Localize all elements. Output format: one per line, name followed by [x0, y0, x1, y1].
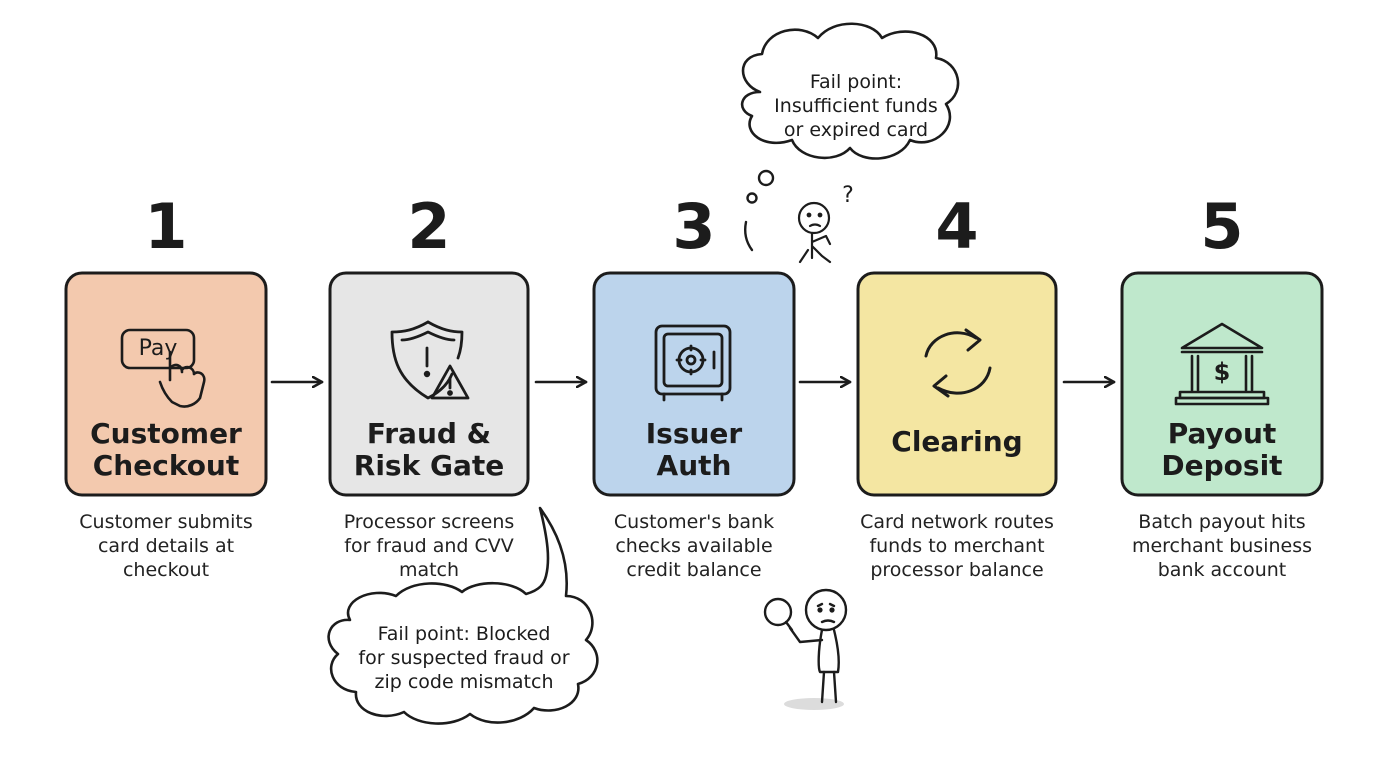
step-4-title: Clearing: [891, 425, 1023, 458]
step-5-description: Batch payout hits merchant business bank…: [1131, 511, 1313, 581]
step-1-number: 1: [144, 190, 188, 263]
step-2-description: Processor screens for fraud and CVV matc…: [343, 511, 515, 581]
thinking-person-icon: [797, 201, 832, 264]
step-2-number: 2: [407, 190, 451, 263]
fraud-fail-bubble: [327, 506, 599, 725]
step-5-title: Payout Deposit: [1161, 417, 1283, 482]
step-4-box: [856, 271, 1058, 497]
fraud-fail-text: Fail point: Blocked for suspected fraud …: [358, 623, 570, 693]
step-1-description: Customer submits card details at checkou…: [79, 511, 253, 581]
magnifier-person-icon: [763, 588, 848, 710]
shield-warning-icon: [390, 320, 470, 400]
step-1-title: Customer Checkout: [90, 417, 242, 482]
step-3-description: Customer's bank checks available credit …: [613, 511, 775, 581]
pay-button-hand-icon: [120, 328, 206, 408]
cloud-trail-bubbles: [744, 169, 775, 252]
step-5-number: 5: [1200, 190, 1244, 263]
step-4-description: Card network routes funds to merchant pr…: [860, 511, 1054, 581]
pay-button-label: Pay: [138, 336, 178, 361]
step-2-box: [328, 271, 530, 497]
step-2-title: Fraud & Risk Gate: [353, 417, 505, 482]
question-mark: ?: [842, 183, 854, 208]
issuer-fail-text: Fail point: Insufficient funds or expire…: [774, 71, 938, 141]
step-3-box: [592, 271, 796, 497]
bank-dollar-icon: [1174, 322, 1270, 406]
safe-vault-icon: [654, 324, 732, 402]
dollar-sign-icon: $: [1214, 358, 1231, 386]
step-3-number: 3: [672, 190, 716, 263]
step-3-title: Issuer Auth: [645, 417, 743, 482]
cycle-arrows-icon: [924, 328, 992, 398]
step-4-number: 4: [935, 190, 979, 263]
step-1-box: [64, 271, 268, 497]
step-5-box: [1120, 271, 1324, 497]
issuer-fail-cloud: [740, 22, 960, 160]
